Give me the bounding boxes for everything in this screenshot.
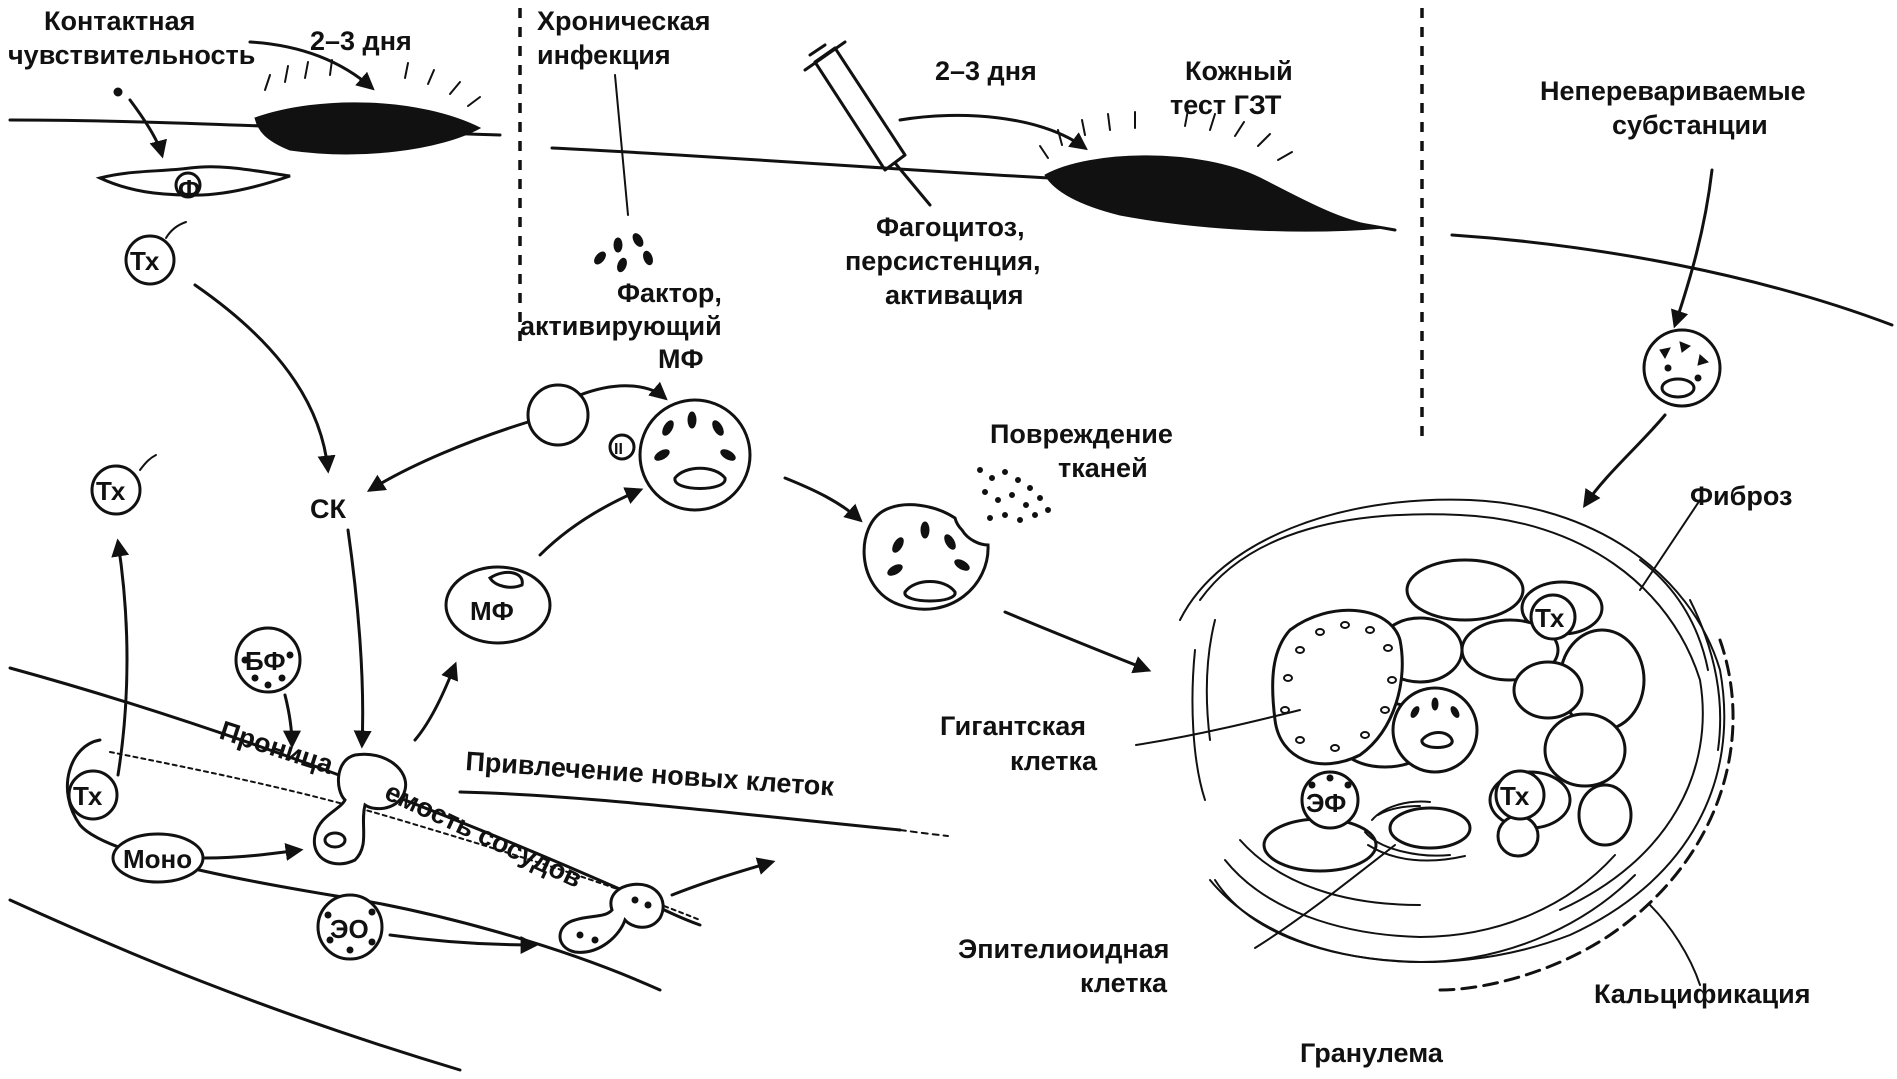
th-label-left: Тх <box>96 476 126 506</box>
phagocytosis-label-3: активация <box>885 280 1024 310</box>
new-cells-line <box>460 792 900 830</box>
tissue-damage-label-1: Повреждение <box>990 419 1173 449</box>
granuloma: ЭФ Тх Тх Фиброз Гигантская клетка Эпител… <box>940 481 1810 1068</box>
g-cell-9 <box>1579 785 1631 845</box>
arrow-to-granuloma-left <box>1005 612 1148 670</box>
th-label-vessel: Тх <box>73 781 103 811</box>
blood-vessel: Тх Тх Моно БФ ЭО <box>10 455 948 1070</box>
pointer-fibrosis <box>1640 500 1700 590</box>
eo-label: ЭО <box>330 914 369 944</box>
macrophage-nucleus-right <box>1662 379 1694 397</box>
arrow-sk-down <box>348 530 363 745</box>
tissue-damage-label-2: тканей <box>1058 453 1148 483</box>
skin-test-label-1: Кожный <box>1185 56 1293 86</box>
epithelioid-label-1: Эпителиоидная <box>958 934 1169 964</box>
maf-label-2: активирующий <box>520 311 722 341</box>
arrow-to-damaged <box>785 478 860 520</box>
arrow-substances-down <box>1675 170 1712 325</box>
th-label-granuloma-1: Тх <box>1535 603 1565 633</box>
epithelioid-cell <box>1390 808 1470 848</box>
phagocytosis-label-2: персистенция, <box>845 246 1040 276</box>
arrow-th-to-sk <box>195 285 328 470</box>
panel-chronic-infection: Хроническая инфекция Фактор, активирующи… <box>520 6 1395 374</box>
pointer-calcification <box>1650 905 1700 985</box>
ef-label: ЭФ <box>1306 788 1346 818</box>
new-cells-line-tail <box>900 830 948 836</box>
maf-label-3: МФ <box>658 344 704 374</box>
contact-sensitivity-label-1: Контактная <box>44 6 195 36</box>
infection-pointer <box>615 75 628 215</box>
vessel-wall-lower <box>10 900 460 1070</box>
days-label-left: 2–3 дня <box>310 26 412 56</box>
days-label-mid: 2–3 дня <box>935 56 1037 86</box>
permeability-label-a: Проница <box>216 715 338 780</box>
arrow-to-granuloma <box>1585 415 1665 505</box>
arrow-th-to-macrophage <box>580 386 665 398</box>
activation-center: II МФ СК <box>310 385 1173 745</box>
g-cell-6 <box>1514 662 1582 718</box>
transmigrating-nucleus <box>325 833 345 847</box>
mhc-ii-label: II <box>614 441 623 458</box>
panel-indigestible: Неперевариваемые субстанции <box>1452 76 1892 505</box>
bf-label: БФ <box>245 646 286 676</box>
panel-contact-sensitivity: Контактная чувствительность 2–3 дня Ф Тх <box>8 6 500 470</box>
indigestible-label-1: Неперевариваемые <box>1540 76 1806 106</box>
skin-lesion-left <box>255 103 480 154</box>
giant-cell-label-2: клетка <box>1010 746 1098 776</box>
pathogen-dots <box>592 232 654 273</box>
arrow-mono <box>205 850 300 858</box>
epithelioid-label-2: клетка <box>1080 968 1168 998</box>
calcification-label: Кальцификация <box>1594 979 1810 1009</box>
receptor-left <box>140 455 156 470</box>
skin-lesion-mid <box>1045 156 1385 231</box>
g-cell-1 <box>1407 560 1523 620</box>
syringe-icon <box>805 42 930 205</box>
giant-cell-label-1: Гигантская <box>940 711 1086 741</box>
skin-line-right <box>1452 235 1892 325</box>
th-label-top: Тх <box>130 246 160 276</box>
fibrosis-label: Фиброз <box>1690 481 1792 511</box>
chronic-infection-label-2: инфекция <box>537 40 671 70</box>
arrow-th-up <box>118 542 127 775</box>
mono-label: Моно <box>123 844 192 874</box>
maf-label-1: Фактор, <box>617 278 722 308</box>
chronic-infection-label-1: Хроническая <box>537 6 711 36</box>
arrow-to-skin-mid <box>900 115 1085 148</box>
central-nucleus <box>1422 733 1452 748</box>
g-cell-8 <box>1545 714 1625 786</box>
contact-sensitivity-label-2: чувствительность <box>8 40 255 70</box>
sk-label: СК <box>310 494 346 524</box>
arrow-mf-up <box>540 490 640 555</box>
damaged-nucleus <box>905 582 955 602</box>
arrow-out <box>672 862 772 895</box>
receptor-top <box>166 222 186 238</box>
g-cell-12 <box>1498 816 1538 856</box>
tissue-debris <box>978 468 1051 523</box>
mf-label: МФ <box>470 596 514 626</box>
indigestible-label-2: субстанции <box>1612 110 1768 140</box>
arrow-to-mf <box>415 665 455 740</box>
phagocytosis-label-1: Фагоцитоз, <box>876 212 1025 242</box>
th-label-granuloma-2: Тх <box>1500 781 1530 811</box>
arrow-antigen-down <box>130 100 162 155</box>
antigen-dot <box>114 88 122 96</box>
f-label: Ф <box>178 174 200 204</box>
lesion-rays-left <box>265 60 480 106</box>
transmigrating-eo <box>560 884 663 952</box>
macrophage-nucleus <box>675 468 725 488</box>
granuloma-label: Гранулема <box>1300 1038 1444 1068</box>
arrow-activator-to-sk <box>370 422 528 490</box>
